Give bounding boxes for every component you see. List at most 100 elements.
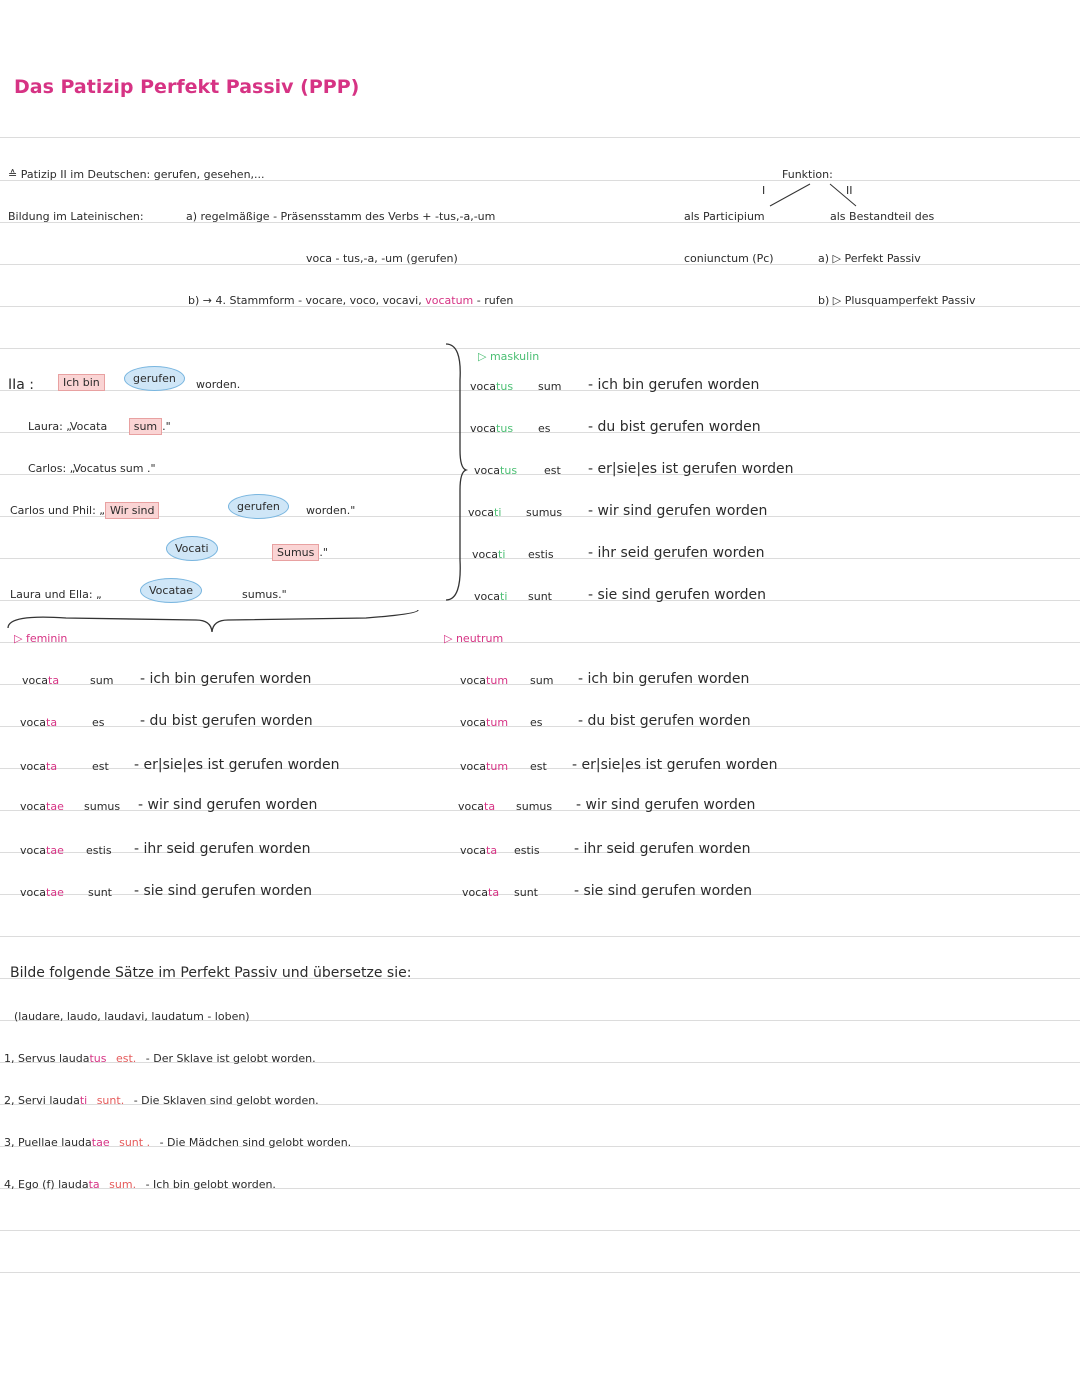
bildung-b-suffix: - rufen [473, 294, 514, 307]
ruled-line [0, 516, 1080, 517]
funktion-col1-line2: coniunctum (Pc) [684, 252, 774, 265]
feminin-translation: - sie sind gerufen worden [134, 883, 313, 899]
bildung-a: a) regelmäßige - Präsensstamm des Verbs … [186, 210, 496, 223]
exercise-ending: tae [91, 1136, 110, 1149]
ending: tae [46, 886, 64, 899]
example-worden-2: worden." [306, 504, 356, 517]
neutrum-row: vocatum [460, 672, 508, 690]
maskulin-aux: sumus [526, 506, 563, 519]
feminin-translation: - du bist gerufen worden [140, 713, 313, 729]
bildung-example: voca - tus,-a, -um (gerufen) [306, 252, 458, 265]
maskulin-aux: es [538, 422, 551, 435]
maskulin-translation: - wir sind gerufen worden [588, 503, 768, 519]
exercise-ending: tus [89, 1052, 107, 1065]
funktion-col2-line2: a) ▷ Perfekt Passiv [818, 252, 921, 265]
feminin-translation: - wir sind gerufen worden [138, 797, 318, 813]
neutrum-translation: - ihr seid gerufen worden [574, 841, 751, 857]
ending: tae [46, 844, 64, 857]
ruled-line [0, 474, 1080, 475]
sumus-box: Sumus [272, 544, 320, 561]
stem: voca [474, 464, 501, 477]
feminin-row: vocatae [20, 842, 64, 860]
stem: voca [462, 886, 489, 899]
ruled-line [0, 137, 1080, 138]
ruled-line [0, 1230, 1080, 1231]
ending: ti [500, 590, 508, 603]
ending: ti [494, 506, 502, 519]
neutrum-label: ▷ neutrum [444, 632, 504, 645]
exercise-aux: est. [115, 1052, 137, 1065]
ruled-line [0, 432, 1080, 433]
ruled-line [0, 1062, 1080, 1063]
maskulin-translation: - sie sind gerufen worden [588, 587, 767, 603]
ruled-line [0, 1146, 1080, 1147]
funktion-title: Funktion: [782, 168, 833, 181]
funktion-col2-line1: als Bestandteil des [830, 210, 935, 223]
maskulin-translation: - er|sie|es ist gerufen worden [588, 461, 794, 477]
maskulin-aux: sum [538, 380, 562, 393]
example-ia-label: IIa : [8, 377, 35, 393]
neutrum-row: vocata [458, 798, 495, 816]
bildung-b-word: vocatum [425, 294, 474, 307]
exercise-heading: Bilde folgende Sätze im Perfekt Passiv u… [10, 965, 412, 981]
example-vocatae: Vocatae [140, 578, 203, 603]
ruled-line [0, 390, 1080, 391]
laura-prefix: Laura: „Vocata [28, 420, 108, 433]
example-laura-ella: Laura und Ella: „ [10, 588, 102, 601]
example-carlos: Carlos: „Vocatus sum ." [28, 462, 156, 475]
stem: voca [460, 674, 487, 687]
example-sumus-2: sumus." [242, 588, 287, 601]
maskulin-row: vocatus [470, 378, 513, 396]
neutrum-translation: - sie sind gerufen worden [574, 883, 753, 899]
neutrum-row: vocata [460, 842, 497, 860]
ending: ta [488, 886, 500, 899]
example-sumus: Sumus." [272, 544, 328, 562]
feminin-aux: es [92, 716, 105, 729]
ruled-line [0, 180, 1080, 181]
example-gerufen-2: gerufen [228, 494, 289, 519]
neutrum-aux: estis [514, 844, 540, 857]
neutrum-translation: - wir sind gerufen worden [576, 797, 756, 813]
ruled-line [0, 894, 1080, 895]
feminin-translation: - ihr seid gerufen worden [134, 841, 311, 857]
exercise-verb: (laudare, laudo, laudavi, laudatum - lob… [14, 1010, 250, 1023]
exercise-aux: sunt . [119, 1136, 151, 1149]
maskulin-row: vocatus [470, 420, 513, 438]
stem: voca [20, 760, 47, 773]
neutrum-aux: sumus [516, 800, 553, 813]
example-gerufen: gerufen [124, 366, 185, 391]
sumus-end: ." [319, 546, 328, 559]
ruled-line [0, 978, 1080, 979]
feminin-aux: est [92, 760, 109, 773]
vocatae-bubble: Vocatae [140, 578, 203, 603]
ruled-line [0, 1020, 1080, 1021]
stem: voca [20, 886, 47, 899]
bildung-b-prefix: b) → 4. Stammform - vocare, voco, vocavi… [188, 294, 426, 307]
exercise-item: 2, Servi laudati sunt. - Die Sklaven sin… [4, 1092, 319, 1110]
exercise-translation: - Ich bin gelobt worden. [145, 1178, 276, 1191]
ruled-line [0, 306, 1080, 307]
maskulin-row: vocatus [474, 462, 517, 480]
maskulin-translation: - du bist gerufen worden [588, 419, 761, 435]
stem: voca [20, 844, 47, 857]
example-worden: worden. [196, 378, 241, 391]
stem: voca [460, 844, 487, 857]
exercise-item: 3, Puellae laudatae sunt . - Die Mädchen… [4, 1134, 351, 1152]
ruled-line [0, 222, 1080, 223]
maskulin-row: vocati [468, 504, 501, 522]
feminin-aux: estis [86, 844, 112, 857]
neutrum-translation: - ich bin gerufen worden [578, 671, 750, 687]
feminin-aux: sunt [88, 886, 112, 899]
ending: ta [46, 716, 58, 729]
feminin-row: vocata [20, 758, 57, 776]
ruled-line [0, 684, 1080, 685]
ruled-line [0, 768, 1080, 769]
ruled-line [0, 810, 1080, 811]
ich-bin-box: Ich bin [58, 374, 105, 391]
ruled-line [0, 726, 1080, 727]
stem: voca [472, 548, 499, 561]
feminin-row: vocatae [20, 798, 64, 816]
ending: tae [46, 800, 64, 813]
funktion-col2-line3: b) ▷ Plusquamperfekt Passiv [818, 294, 976, 307]
feminin-row: vocata [20, 714, 57, 732]
